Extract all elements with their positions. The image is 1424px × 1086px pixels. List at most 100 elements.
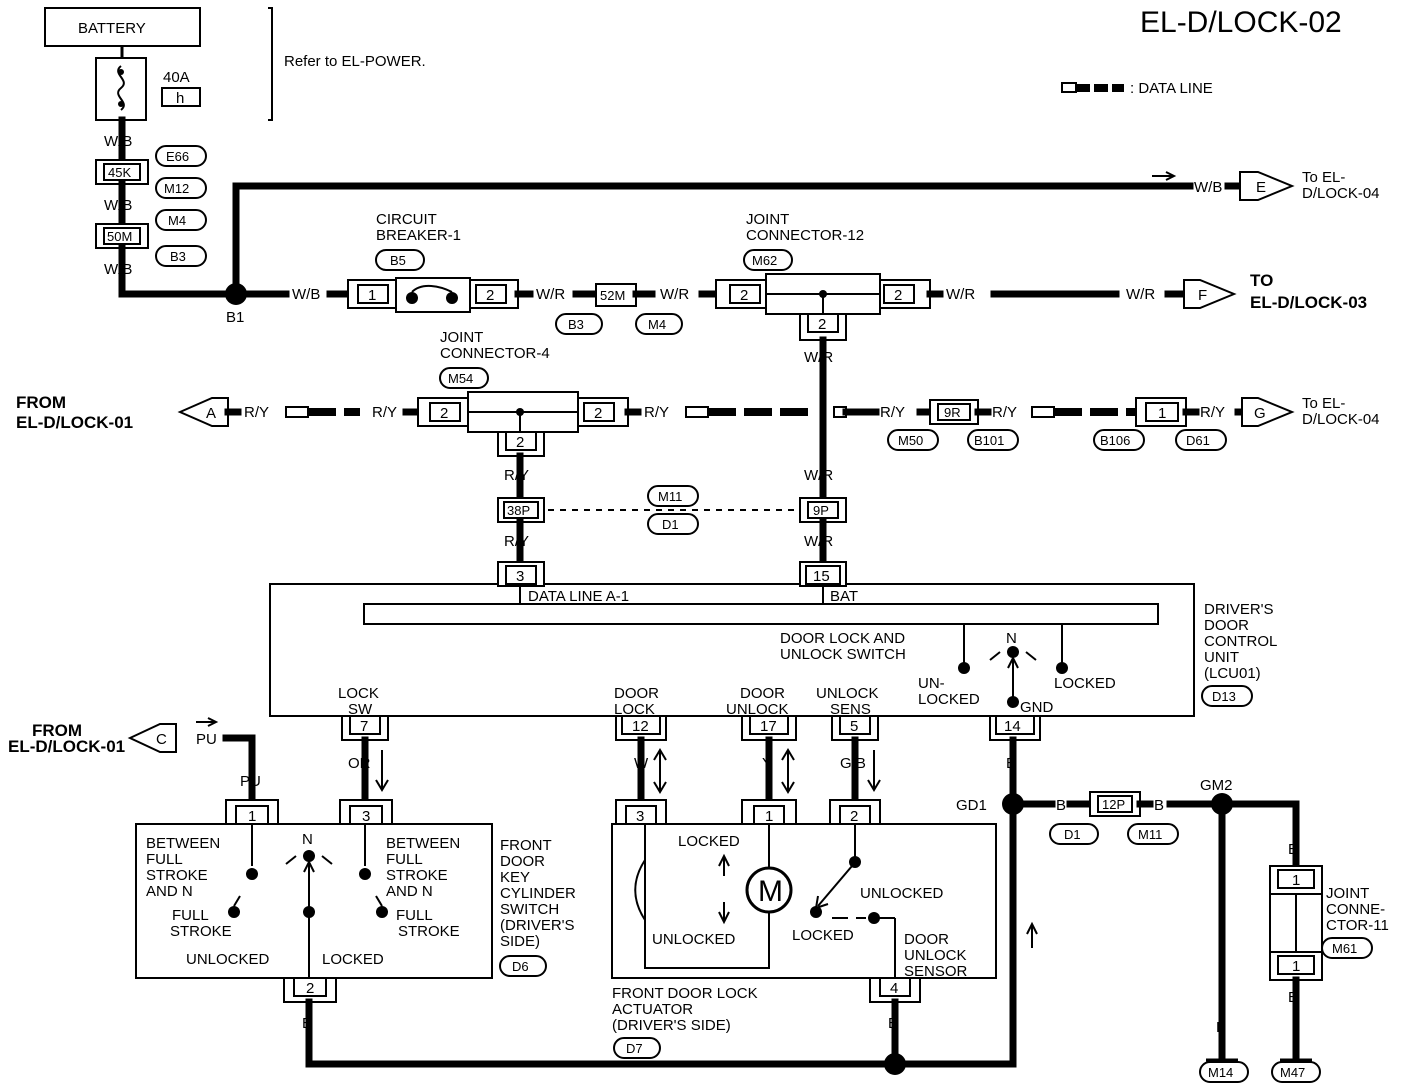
- offpage-e: E To EL- D/LOCK-04: [1239, 169, 1380, 202]
- wire-color-ry-4: R/Y: [504, 467, 529, 484]
- act-pin-3: 3: [636, 808, 644, 825]
- wire-color-b-act: B: [888, 1015, 898, 1032]
- act-locked: LOCKED: [678, 833, 740, 850]
- wire-color-ry-5: R/Y: [504, 533, 529, 550]
- key-right-4: AND N: [386, 883, 433, 900]
- id-b106-label: B106: [1100, 433, 1130, 448]
- legend-data-line: : DATA LINE: [1061, 80, 1213, 97]
- battery-label: BATTERY: [78, 20, 146, 37]
- joint-connector-4: JOINT CONNECTOR-4 M54 2 2 2: [417, 329, 629, 457]
- key-pin-1: 1: [248, 808, 256, 825]
- ground-m14: M14: [1199, 1058, 1249, 1083]
- key-left-4: AND N: [146, 883, 193, 900]
- act-pin-2: 2: [850, 808, 858, 825]
- key-sw-6: (DRIVER'S: [500, 917, 575, 934]
- key-full-left-1: FULL: [172, 907, 209, 924]
- connector-50m: 50M: [95, 223, 149, 249]
- id-e66-label: E66: [166, 149, 189, 164]
- wire-color-wr-f: W/R: [1126, 286, 1155, 303]
- jc11-label-2: CONNE-: [1326, 901, 1385, 918]
- fuse-40a: 40A h: [95, 57, 201, 121]
- joint-connector-11: 1 1 JOINT CONNE- CTOR-11 M61: [1269, 865, 1389, 981]
- id-b101-label: B101: [974, 433, 1004, 448]
- dcu-gnd: GND: [1020, 699, 1054, 716]
- fuse-id: h: [176, 90, 184, 107]
- dcu-label-2: DOOR: [1204, 617, 1249, 634]
- id-m11-bottom: M11: [1127, 823, 1179, 845]
- wire-color-wr-4: W/R: [804, 349, 833, 366]
- offpage-f-to-1: TO: [1250, 271, 1273, 290]
- wire-color-pu-c: PU: [196, 731, 217, 748]
- id-m12: M12: [155, 177, 207, 199]
- id-m11-top: M11: [647, 485, 699, 507]
- id-b101: B101: [967, 429, 1019, 451]
- dcu-pin-17: 17: [760, 718, 777, 735]
- id-m47: M47: [1280, 1065, 1305, 1080]
- dcu-door-lock-2: LOCK: [614, 701, 655, 718]
- wire-color-wr-5: W/R: [804, 467, 833, 484]
- connector-12p: 12P: [1089, 791, 1141, 817]
- sensor-label-3: SENSOR: [904, 963, 968, 980]
- connector-9r: 9R: [929, 399, 979, 425]
- jc12-label-1: JOINT: [746, 211, 789, 228]
- dcu-door-lock-1: DOOR: [614, 685, 659, 702]
- wire-color-wr-cb: W/R: [536, 286, 565, 303]
- wire-color-b-12p-r: B: [1154, 797, 1164, 814]
- dcu-pin-5: 5: [850, 718, 858, 735]
- jc4-label-1: JOINT: [440, 329, 483, 346]
- id-d1-top-label: D1: [662, 517, 679, 532]
- cb1-label-2: BREAKER-1: [376, 227, 461, 244]
- wire-color-ry-3: R/Y: [992, 404, 1017, 421]
- splice-gm2: [1211, 793, 1233, 815]
- legend-data-line-label: : DATA LINE: [1130, 80, 1213, 97]
- actuator-label-3: (DRIVER'S SIDE): [612, 1017, 731, 1034]
- key-locked: LOCKED: [322, 951, 384, 968]
- connector-45k: 45K: [95, 159, 149, 185]
- offpage-e-letter: E: [1256, 179, 1266, 196]
- key-full-right-1: FULL: [396, 907, 433, 924]
- jc12-pin-right: 2: [894, 287, 902, 304]
- key-sw-3: KEY: [500, 869, 530, 886]
- dcu-pin-7: 7: [360, 718, 368, 735]
- offpage-g-to-1: To EL-: [1302, 395, 1345, 412]
- jc11-label-1: JOINT: [1326, 885, 1369, 902]
- id-m11-bottom-label: M11: [1138, 827, 1162, 842]
- offpage-a-from-1: FROM: [16, 393, 66, 412]
- actuator-label-2: ACTUATOR: [612, 1001, 693, 1018]
- offpage-e-to-2: D/LOCK-04: [1302, 185, 1380, 202]
- dcu-label-3: CONTROL: [1204, 633, 1277, 650]
- key-left-3: STROKE: [146, 867, 208, 884]
- joint-connector-12: JOINT CONNECTOR-12 M62 2 2 2: [715, 211, 931, 341]
- dcu-n: N: [1006, 630, 1017, 647]
- pin-12p: 12P: [1102, 797, 1125, 812]
- jc12-pin-bottom: 2: [818, 316, 826, 333]
- jc12-pin-left: 2: [740, 287, 748, 304]
- id-e66: E66: [155, 145, 207, 167]
- wire-color-pu: PU: [240, 773, 261, 790]
- jc4-pin-right: 2: [594, 405, 602, 422]
- id-m14: M14: [1208, 1065, 1233, 1080]
- wire-color-ry-2: R/Y: [644, 404, 669, 421]
- key-cylinder-switch: 1 3 N BETWEEN FULL STROKE AND N BETWEEN …: [135, 799, 576, 1003]
- id-b106: B106: [1093, 429, 1145, 451]
- wire-color-wr-3: W/R: [946, 286, 975, 303]
- offpage-c: FROM EL-D/LOCK-01 C: [8, 721, 177, 756]
- offpage-c-from-1: FROM: [32, 721, 82, 740]
- wire-color-ry-g: R/Y: [1200, 404, 1225, 421]
- id-m11-top-label: M11: [658, 489, 682, 504]
- id-m4-mid-label: M4: [648, 317, 666, 332]
- splice-gm2-label: GM2: [1200, 777, 1233, 794]
- id-m54: M54: [448, 371, 473, 386]
- wire-color-wr-2: W/R: [660, 286, 689, 303]
- offpage-a-letter: A: [206, 405, 216, 422]
- door-lock-actuator: 3 1 2 M LOCKED UNLOCKED UNLOCKED LOCKED …: [611, 799, 997, 1059]
- jc4-pin-left: 2: [440, 405, 448, 422]
- pin-38p: 38P: [507, 503, 530, 518]
- key-full-right-2: STROKE: [398, 923, 460, 940]
- actuator-label-1: FRONT DOOR LOCK: [612, 985, 758, 1002]
- id-m4-mid: M4: [635, 313, 683, 335]
- id-b3-top-label: B3: [170, 249, 186, 264]
- wire-color-wb-1: W/B: [104, 133, 132, 150]
- id-b3-mid: B3: [555, 313, 603, 335]
- circuit-breaker-1: CIRCUIT BREAKER-1 B5 1 2: [347, 211, 519, 313]
